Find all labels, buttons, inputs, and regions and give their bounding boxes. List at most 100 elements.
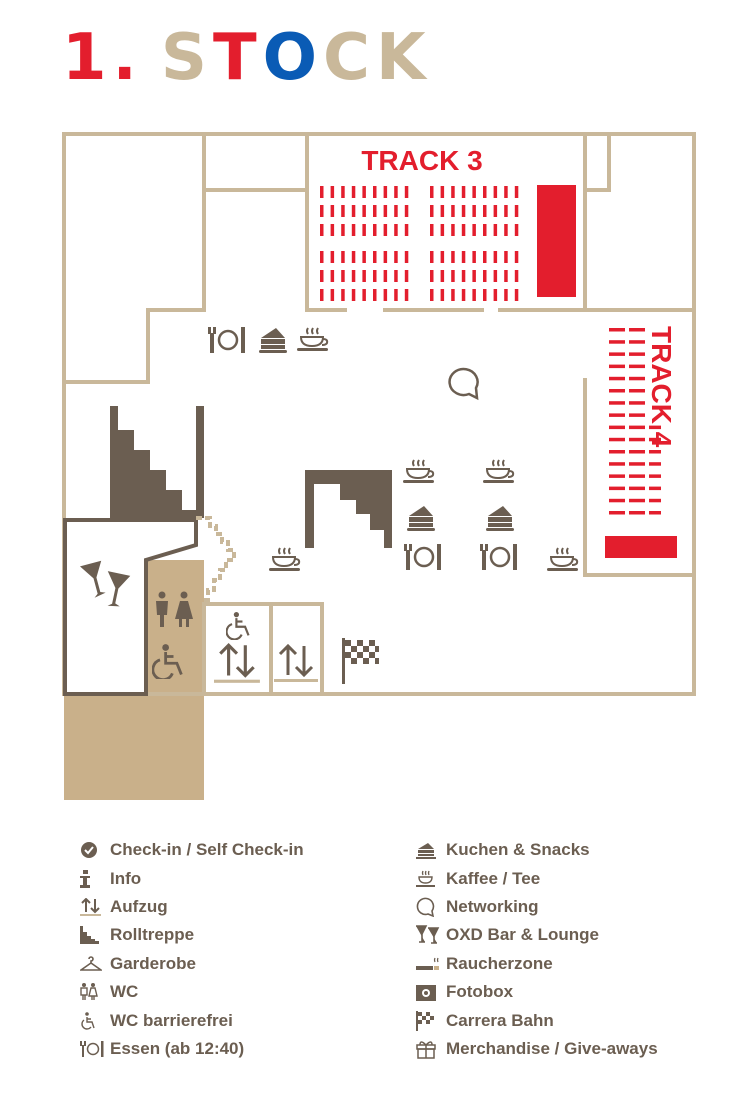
track-4-seat: [609, 364, 625, 369]
track-4-seat: [609, 450, 625, 454]
track-4-seat: [609, 389, 625, 393]
track-3-seat: [383, 186, 388, 198]
track-3-seat: [330, 224, 335, 236]
track-3-seat: [394, 289, 398, 301]
track-4-seat: [629, 425, 645, 430]
track-3-seat: [440, 224, 445, 236]
cutlery-icon: [80, 1039, 106, 1059]
track-3-seat: [430, 270, 434, 282]
legend-item: WC barrierefrei: [80, 1006, 304, 1034]
track-3-seat: [373, 289, 377, 301]
floor-title: 1.STOCK: [62, 18, 432, 98]
track-3-seat: [430, 289, 434, 301]
track-3-seat: [472, 224, 476, 236]
track-3-seat: [330, 205, 335, 217]
wc-icon: [80, 982, 106, 1002]
track-4-seat: [649, 498, 661, 503]
track-3-seat: [351, 186, 356, 198]
track-3-seat: [514, 186, 519, 198]
track-3-seat: [320, 270, 324, 282]
legend-label: Fotobox: [446, 982, 514, 1002]
legend-item: WC: [80, 978, 304, 1006]
track-4-seat: [609, 498, 625, 503]
track-3-seat: [504, 270, 508, 282]
track-3-seat: [483, 186, 487, 198]
cake-icon: [486, 506, 514, 531]
title-letter-k: K: [375, 21, 432, 95]
track-3-seat: [383, 205, 388, 217]
track-4-seat: [609, 462, 625, 466]
legend-item: Info: [80, 864, 304, 892]
track-3-seat: [373, 270, 377, 282]
legend-item: Kuchen & Snacks: [416, 836, 658, 864]
coffee-icon: [546, 546, 580, 573]
track-3-seat: [394, 224, 398, 236]
info-icon: [80, 869, 106, 889]
legend-label: Kaffee / Tee: [446, 868, 541, 888]
track-3-seat: [451, 289, 455, 301]
cake-icon: [407, 506, 435, 531]
track-4-seat: [629, 474, 645, 478]
track-3-seat: [320, 186, 324, 198]
track-3-seat: [493, 289, 498, 301]
track-3-seat: [362, 289, 366, 301]
track-3-seat: [330, 270, 335, 282]
escalator-icon: [80, 925, 106, 945]
walls: [62, 132, 696, 696]
legend-label: WC barrierefrei: [110, 1010, 233, 1030]
track-3-seat: [341, 205, 345, 217]
track-3-seat: [504, 224, 508, 236]
track-3-seat: [472, 270, 476, 282]
track-3-seat: [493, 205, 498, 217]
legend-label: Carrera Bahn: [446, 1010, 554, 1030]
track-4-seat: [649, 437, 661, 442]
track-3-seat: [461, 186, 466, 198]
track-4-seat: [629, 511, 645, 515]
food-icon: [478, 542, 518, 572]
networking-icon: [448, 367, 479, 401]
elevator-icon: [80, 897, 106, 917]
cocktail-icon: [79, 560, 131, 607]
track-3-seat: [504, 205, 508, 217]
track-3-seat: [330, 186, 335, 198]
track-4-seat: [609, 437, 625, 442]
track-4-seat: [609, 352, 625, 356]
legend-item: Essen (ab 12:40): [80, 1035, 304, 1063]
track-3-seat: [504, 251, 508, 263]
legend-label: Merchandise / Give-aways: [446, 1038, 658, 1058]
track-4-seat: [629, 376, 645, 381]
track-3-seat: [330, 251, 335, 263]
track-3-seat: [383, 270, 388, 282]
speech-bubble-icon: [416, 897, 442, 917]
elevator-icon: [274, 644, 320, 684]
track-4-seat: [609, 474, 625, 478]
cake-icon: [416, 840, 442, 860]
track-3-seat: [351, 205, 356, 217]
track-3-seat: [483, 205, 487, 217]
cake-icon: [259, 328, 287, 353]
coffee-icon: [296, 326, 330, 353]
escalator-left-stairs: [196, 516, 236, 602]
track-3-seat: [383, 224, 388, 236]
coffee-icon: [416, 869, 442, 889]
track-4-seat: [629, 328, 645, 332]
track-3-seat: [351, 251, 356, 263]
track-3-seat: [362, 205, 366, 217]
track-3-seat: [351, 289, 356, 301]
escalator-left: [110, 406, 204, 518]
track-3-seat: [451, 186, 455, 198]
legend-label: Aufzug: [110, 896, 168, 916]
legend-label: Garderobe: [110, 953, 196, 973]
title-letter-o: O: [262, 21, 323, 95]
floor-number: 1.: [62, 21, 143, 95]
track-4-seat: [609, 413, 625, 417]
track-3-seat: [383, 289, 388, 301]
legend-item: Aufzug: [80, 893, 304, 921]
legend-item: Raucherzone: [416, 950, 658, 978]
track-3-seat: [472, 251, 476, 263]
track-3-seat: [341, 186, 345, 198]
track-3-seat: [394, 270, 398, 282]
track-3-seat: [461, 270, 466, 282]
